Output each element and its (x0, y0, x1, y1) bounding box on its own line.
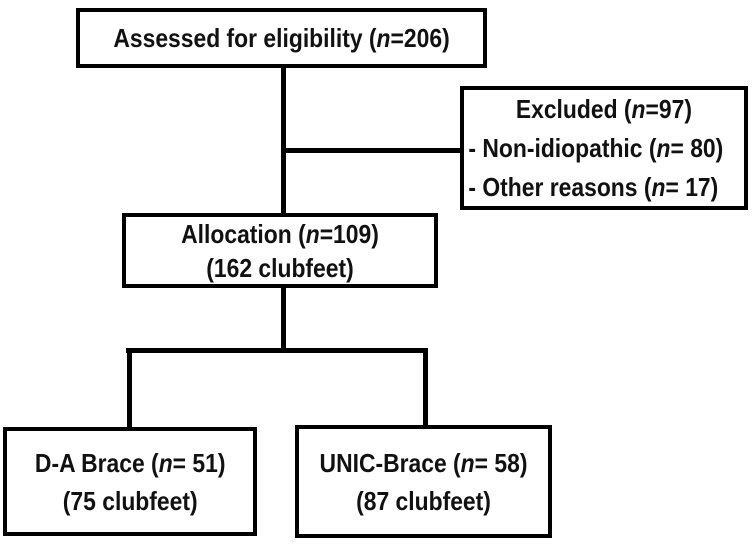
unic-brace-box: UNIC-Brace (n= 58) (87 clubfeet) (295, 425, 552, 538)
da-brace-line1: D-A Brace (n= 51) (7, 444, 253, 482)
da-brace-line2: (75 clubfeet) (62, 485, 198, 516)
connector-assessed-to-allocation (281, 66, 286, 215)
connector-allocation-to-branch (281, 286, 286, 352)
connector-branch-to-da-brace (127, 350, 132, 429)
excluded-box: Excluded (n=97) - Non-idiopathic (n= 80)… (460, 86, 748, 210)
da-brace-box: D-A Brace (n= 51) (75 clubfeet) (3, 427, 257, 536)
allocation-box: Allocation (n=109) (162 clubfeet) (122, 213, 438, 288)
assessed-line: Assessed for eligibility (n=206) (80, 23, 483, 54)
excluded-title-post: =97) (645, 93, 692, 124)
unic-brace-text: UNIC-Brace (n= 58) (87 clubfeet) (299, 429, 548, 534)
da-brace-line1-pre: D-A Brace ( (34, 447, 159, 478)
connector-branch-horizontal (126, 348, 428, 353)
italic-n: n (651, 171, 666, 202)
excluded-item-non-idiopathic: - Non-idiopathic (n= 80) (464, 129, 744, 168)
excluded-item1-post: = 80) (670, 132, 724, 163)
allocation-line1: Allocation (n=109) (126, 217, 434, 251)
assessed-eligibility-box: Assessed for eligibility (n=206) (76, 8, 487, 68)
connector-to-excluded (283, 148, 460, 153)
excluded-title: Excluded (n=97) (464, 90, 744, 129)
assessed-eligibility-text: Assessed for eligibility (n=206) (80, 12, 483, 64)
allocation-text: Allocation (n=109) (162 clubfeet) (126, 217, 434, 284)
italic-n: n (460, 447, 475, 478)
excluded-item2-post: = 17) (665, 171, 719, 202)
da-brace-text: D-A Brace (n= 51) (75 clubfeet) (7, 431, 253, 532)
excluded-item1-pre: - Non-idiopathic ( (468, 132, 657, 163)
allocation-line1-pre: Allocation ( (181, 218, 306, 249)
excluded-item2-pre: - Other reasons ( (468, 171, 652, 202)
excluded-text: Excluded (n=97) - Non-idiopathic (n= 80)… (464, 90, 744, 206)
assessed-text-post: =206) (390, 22, 450, 53)
allocation-line2: (162 clubfeet) (206, 252, 354, 283)
da-brace-line1-post: = 51) (172, 447, 226, 478)
italic-n: n (158, 447, 173, 478)
unic-brace-line1-post: = 58) (474, 447, 528, 478)
unic-brace-line2: (87 clubfeet) (356, 485, 491, 516)
allocation-line1-post: =109) (319, 218, 379, 249)
unic-brace-line1-pre: UNIC-Brace ( (319, 447, 461, 478)
excluded-item-other-reasons: - Other reasons (n= 17) (464, 168, 744, 207)
italic-n: n (376, 22, 391, 53)
italic-n: n (305, 218, 320, 249)
assessed-text-pre: Assessed for eligibility ( (113, 22, 377, 53)
unic-brace-line1: UNIC-Brace (n= 58) (299, 444, 548, 482)
italic-n: n (656, 132, 671, 163)
excluded-title-pre: Excluded ( (515, 93, 632, 124)
connector-branch-to-unic-brace (423, 350, 428, 427)
italic-n: n (631, 93, 646, 124)
